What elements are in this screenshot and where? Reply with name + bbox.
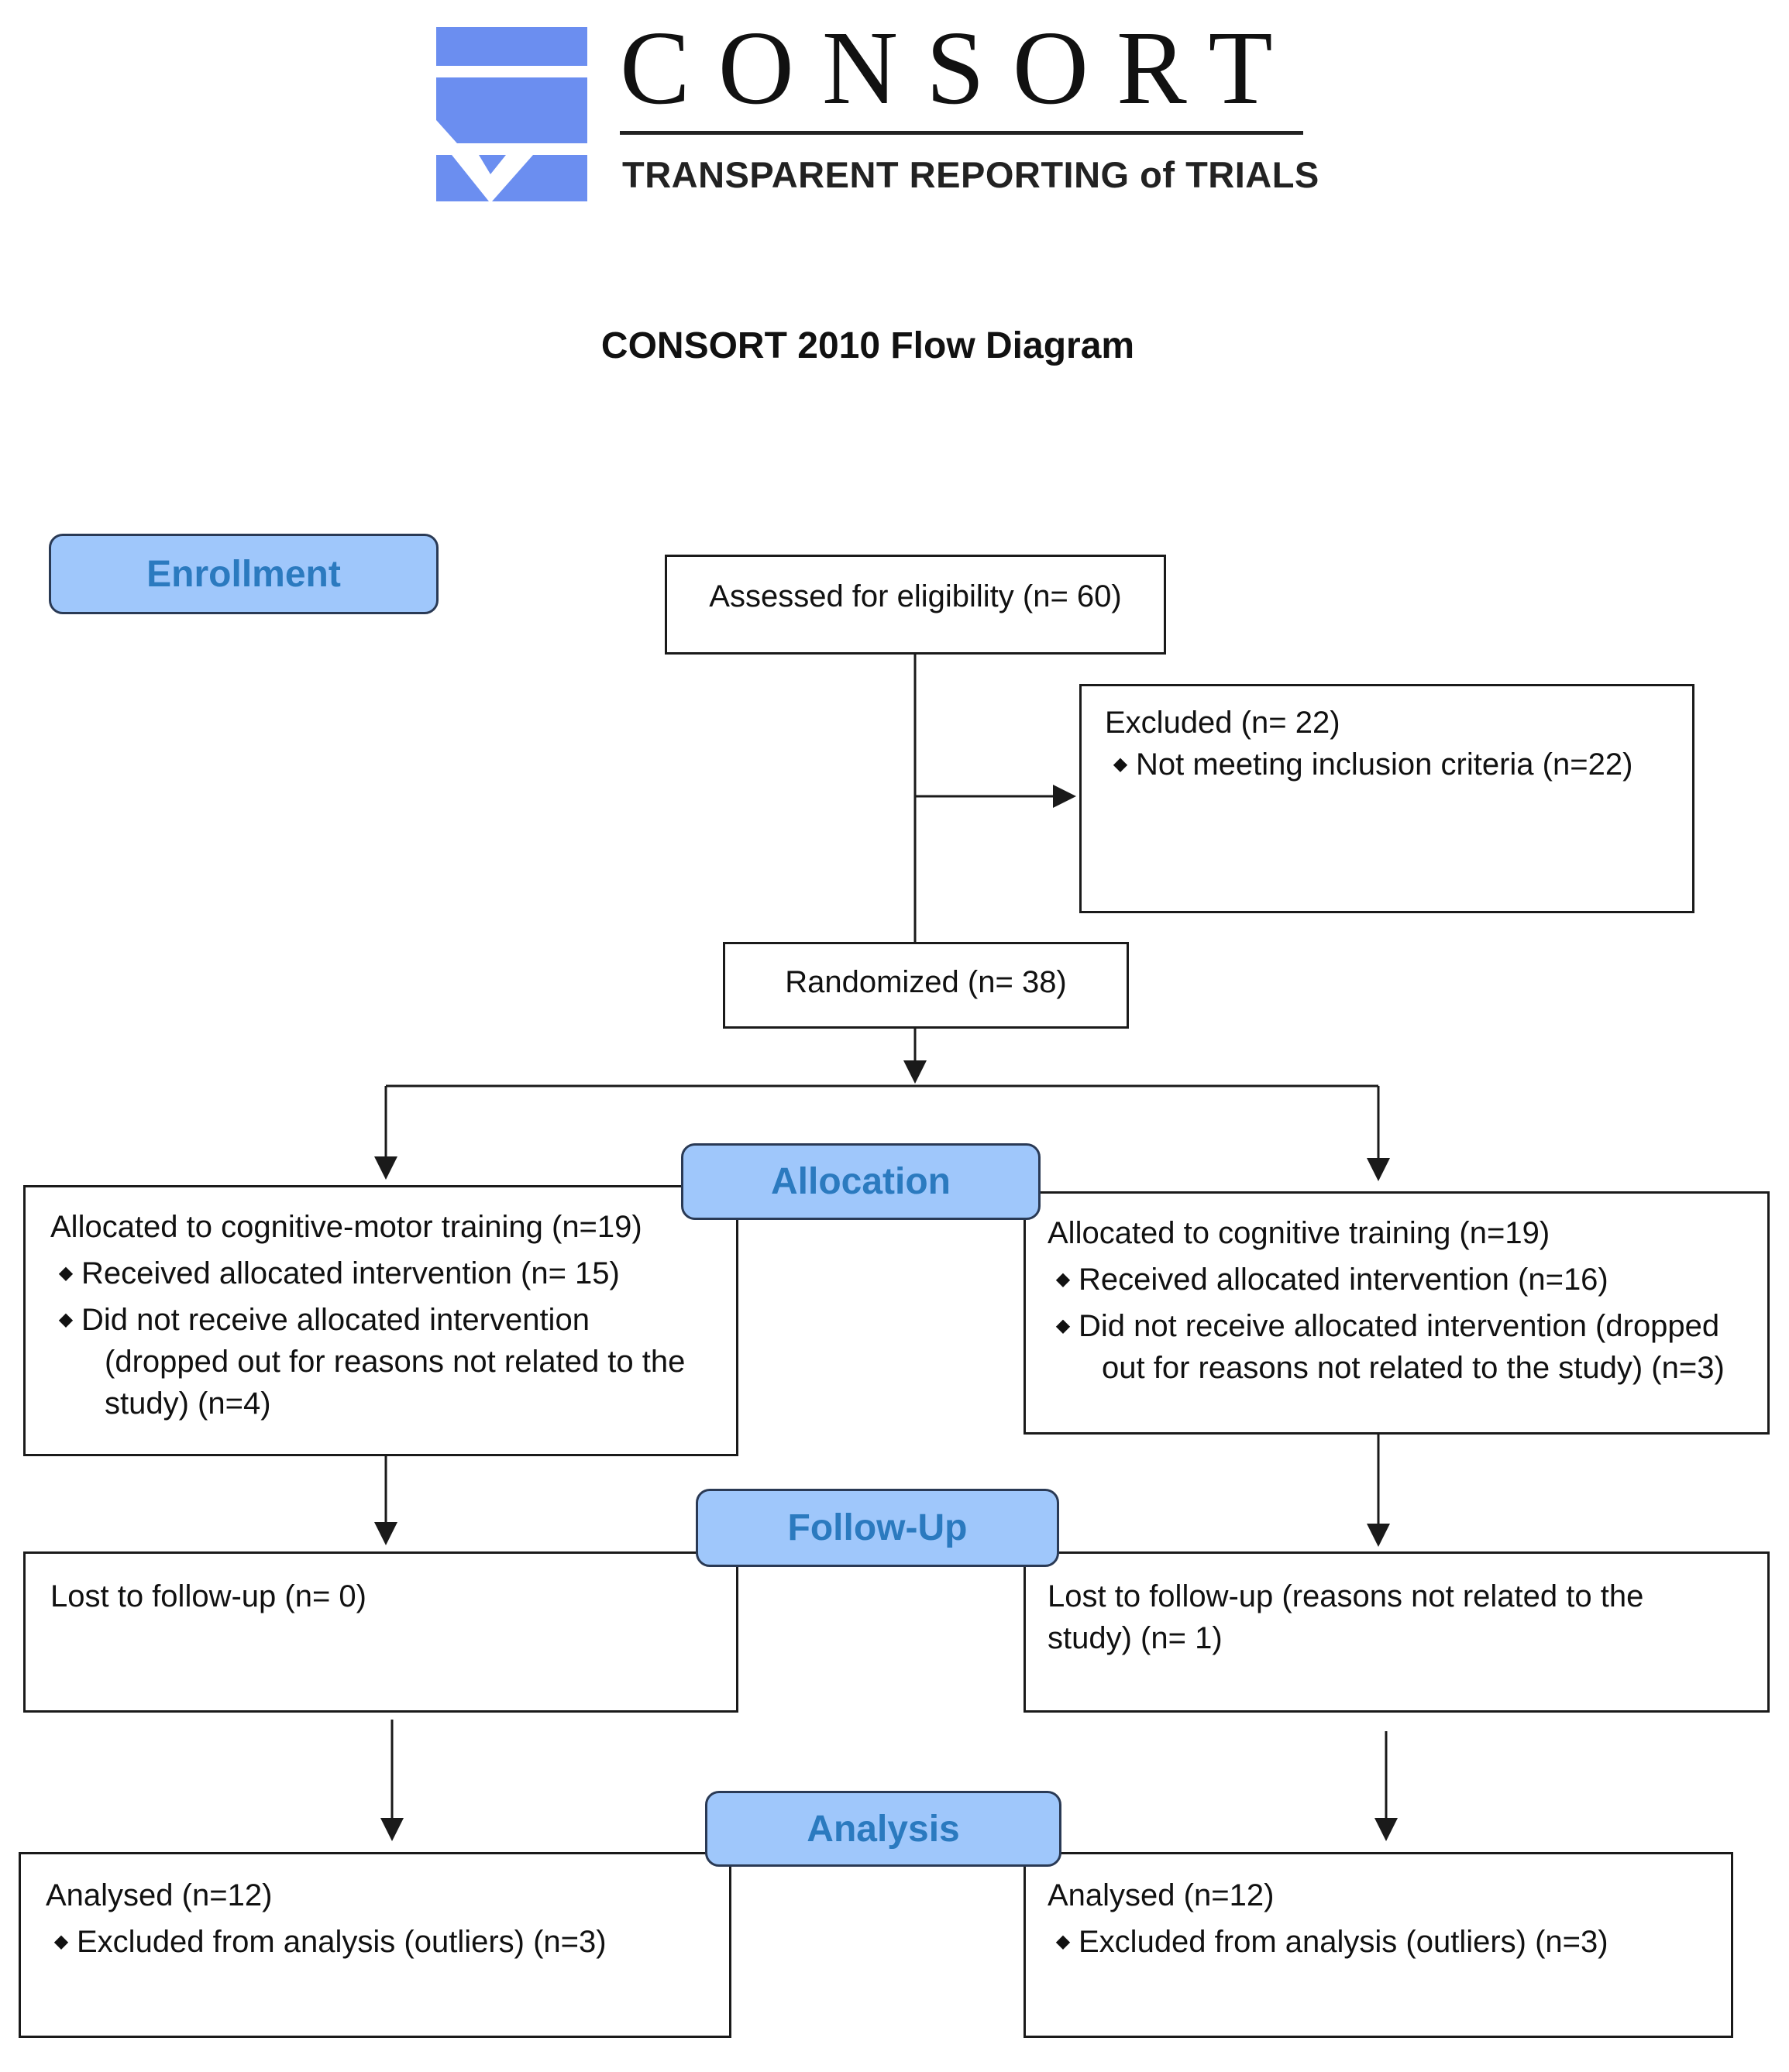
bullet-icon: ◆ (1055, 1315, 1071, 1336)
list-item: ◆ Not meeting inclusion criteria (n=22) (1105, 744, 1670, 785)
alloc-right-not-received-cont: out for reasons not related to the study… (1102, 1351, 1725, 1385)
alloc-left-heading: Allocated to cognitive-motor training (n… (50, 1210, 642, 1244)
bullet-icon: ◆ (53, 1931, 69, 1952)
stage-followup-label: Follow-Up (787, 1507, 968, 1548)
stage-allocation-label: Allocation (770, 1161, 951, 1202)
stage-followup: Follow-Up (696, 1489, 1059, 1567)
alloc-right-received: Received allocated intervention (n=16) (1079, 1263, 1608, 1297)
box-allocation-right: Allocated to cognitive training (n=19) ◆… (1024, 1191, 1770, 1435)
alloc-left-not-received: Did not receive allocated intervention (81, 1303, 590, 1337)
bullet-icon: ◆ (1113, 754, 1128, 775)
list-item: ◆ Received allocated intervention (n= 15… (50, 1252, 714, 1294)
box-randomized: Randomized (n= 38) (723, 942, 1129, 1029)
alloc-left-not-received-cont: (dropped out for reasons not related to … (105, 1345, 686, 1379)
box-analysis-left: Analysed (n=12) ◆ Excluded from analysis… (19, 1852, 731, 2038)
alloc-right-not-received: Did not receive allocated intervention (… (1079, 1309, 1720, 1343)
followup-left-text: Lost to follow-up (n= 0) (50, 1579, 366, 1613)
analysis-left-heading: Analysed (n=12) (46, 1878, 273, 1912)
box-excluded: Excluded (n= 22) ◆ Not meeting inclusion… (1079, 684, 1694, 913)
randomized-text: Randomized (n= 38) (785, 965, 1067, 999)
box-followup-left: Lost to follow-up (n= 0) (23, 1551, 738, 1713)
excluded-heading: Excluded (n= 22) (1105, 706, 1340, 740)
bullet-icon: ◆ (58, 1263, 74, 1283)
list-item: ◆ Received allocated intervention (n=16) (1048, 1259, 1746, 1301)
excluded-item: Not meeting inclusion criteria (n=22) (1136, 747, 1633, 782)
bullet-icon: ◆ (1055, 1931, 1071, 1952)
alloc-left-not-received-cont2: study) (n=4) (105, 1386, 271, 1421)
followup-right-line1: Lost to follow-up (reasons not related t… (1048, 1579, 1644, 1613)
consort-wordmark: CONSORT (620, 10, 1301, 126)
diagram-title: CONSORT 2010 Flow Diagram (600, 325, 1135, 366)
box-analysis-right: Analysed (n=12) ◆ Excluded from analysis… (1024, 1852, 1733, 2038)
stage-allocation: Allocation (681, 1143, 1041, 1220)
analysis-right-heading: Analysed (n=12) (1048, 1878, 1275, 1912)
list-item: ◆ Did not receive allocated intervention… (1048, 1305, 1746, 1347)
box-followup-right: Lost to follow-up (reasons not related t… (1024, 1551, 1770, 1713)
alloc-left-received: Received allocated intervention (n= 15) (81, 1256, 620, 1290)
assessed-text: Assessed for eligibility (n= 60) (709, 579, 1122, 613)
analysis-left-excluded: Excluded from analysis (outliers) (n=3) (77, 1925, 607, 1959)
consort-logo-mark (436, 27, 587, 201)
bullet-icon: ◆ (1055, 1269, 1071, 1290)
logo-divider (620, 131, 1303, 135)
consort-tagline: TRANSPARENT REPORTING of TRIALS (622, 154, 1319, 195)
followup-right-line2: study) (n= 1) (1048, 1621, 1223, 1655)
stage-analysis: Analysis (705, 1791, 1061, 1867)
analysis-right-excluded: Excluded from analysis (outliers) (n=3) (1079, 1925, 1608, 1959)
stage-enrollment-label: Enrollment (146, 553, 341, 595)
list-item: ◆ Excluded from analysis (outliers) (n=3… (1048, 1921, 1709, 1963)
stage-analysis-label: Analysis (807, 1808, 960, 1850)
bullet-icon: ◆ (58, 1309, 74, 1330)
box-allocation-left: Allocated to cognitive-motor training (n… (23, 1185, 738, 1456)
alloc-right-heading: Allocated to cognitive training (n=19) (1048, 1216, 1550, 1250)
list-item: ◆ Did not receive allocated intervention (50, 1299, 714, 1341)
list-item: ◆ Excluded from analysis (outliers) (n=3… (46, 1921, 707, 1963)
box-assessed: Assessed for eligibility (n= 60) (665, 555, 1166, 655)
stage-enrollment: Enrollment (49, 534, 439, 614)
